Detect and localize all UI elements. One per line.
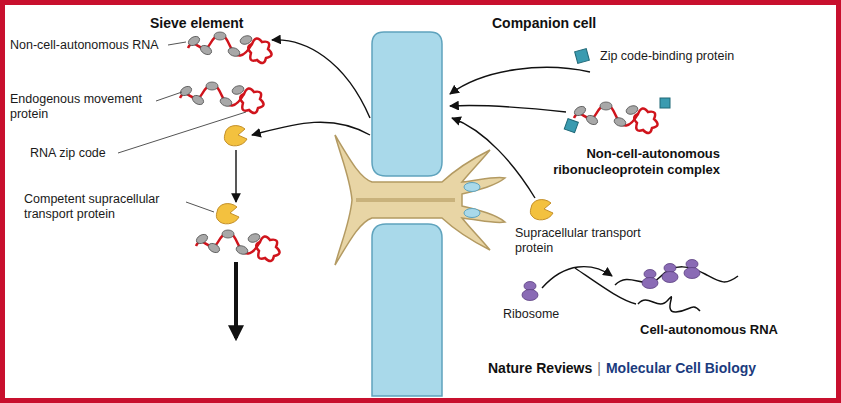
- zip-binding-protein: [575, 49, 590, 64]
- transport-protein: [216, 204, 239, 224]
- rnp-complex: [179, 82, 264, 113]
- leader-line: [186, 202, 214, 212]
- part-label: Competent supracellular transport protei…: [24, 192, 184, 222]
- ribosome: [684, 260, 700, 279]
- arrow: [450, 105, 566, 112]
- arrow: [575, 268, 636, 304]
- arrow: [452, 118, 535, 198]
- rnp-complex: [187, 32, 272, 63]
- arrow: [252, 122, 370, 135]
- cell-wall: [372, 32, 442, 176]
- desmotubule: [356, 198, 455, 202]
- credit-text: Nature Reviews: [488, 360, 592, 377]
- frame: [3, 3, 839, 401]
- part-label: Supracellular transport protein: [515, 226, 645, 256]
- credit-text: Molecular Cell Biology: [606, 360, 756, 377]
- transport-protein: [224, 126, 247, 146]
- arrow: [272, 40, 370, 118]
- zip-binding-protein: [564, 119, 578, 133]
- zip-binding-protein: [660, 98, 670, 108]
- part-label: Non-cell-autonomous RNA: [10, 38, 159, 53]
- cavity: [464, 183, 480, 192]
- part-label: Non-cell-autonomous ribonucleoprotein co…: [520, 146, 720, 177]
- transport-protein: [530, 200, 553, 220]
- rna-strand: [638, 297, 700, 312]
- plasmodesma: [335, 135, 505, 265]
- leader-line: [118, 112, 246, 153]
- rnp-complex: [573, 102, 658, 133]
- leader-line: [156, 92, 182, 101]
- section-title: Companion cell: [492, 15, 596, 32]
- rnp-complex: [195, 230, 280, 261]
- arrow: [235, 150, 236, 202]
- part-label: Cell-autonomous RNA: [640, 322, 778, 338]
- cell-wall: [372, 224, 442, 396]
- ribosome: [522, 282, 538, 301]
- ribosome: [662, 264, 678, 283]
- arrow: [234, 262, 238, 338]
- section-title: Sieve element: [150, 15, 243, 32]
- arrow: [450, 67, 590, 94]
- part-label: Endogenous movement protein: [10, 92, 155, 122]
- part-label: Ribosome: [503, 307, 559, 322]
- cavity: [464, 209, 480, 218]
- credit-text: |: [597, 360, 601, 377]
- part-label: Zip code-binding protein: [600, 49, 734, 64]
- leader-line: [168, 42, 186, 45]
- ribosome: [642, 270, 658, 289]
- part-label: RNA zip code: [30, 146, 106, 161]
